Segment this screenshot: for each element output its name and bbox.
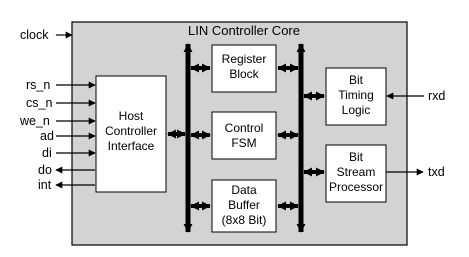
register-block: [211, 44, 277, 93]
signal-di-label: di: [42, 146, 52, 160]
bit-timing-logic-block: [325, 67, 387, 126]
timing-label-1: Bit: [349, 73, 364, 87]
timing-label-3: Logic: [342, 103, 371, 117]
fsm-label-1: Control: [225, 121, 264, 135]
stream-label-3: Processor: [329, 180, 383, 194]
host-label-1: Host: [119, 109, 144, 123]
stream-label-2: Stream: [337, 165, 376, 179]
buffer-label-1: Data: [231, 183, 257, 197]
host-controller-interface-block: [95, 75, 167, 193]
host-label-3: Interface: [108, 139, 155, 153]
stream-label-1: Bit: [349, 150, 364, 164]
fsm-label-2: FSM: [231, 136, 256, 150]
signal-cs-n-label: cs_n: [26, 96, 52, 110]
bit-stream-processor-block: [325, 144, 387, 203]
core-title: LIN Controller Core: [188, 23, 300, 38]
signal-rs-n-label: rs_n: [26, 78, 50, 92]
signal-we-n-label: we_n: [19, 114, 50, 128]
control-fsm-block: [211, 111, 277, 160]
signal-txd-label: txd: [428, 165, 445, 179]
register-label-2: Block: [229, 67, 259, 81]
signal-ad-label: ad: [40, 129, 54, 143]
signal-rxd-label: rxd: [428, 89, 445, 103]
host-label-2: Controller: [105, 124, 157, 138]
buffer-label-3: (8x8 Bit): [222, 213, 267, 227]
buffer-label-2: Buffer: [228, 198, 260, 212]
register-label-1: Register: [222, 52, 267, 66]
signal-do-label: do: [38, 163, 52, 177]
signal-int-label: int: [38, 178, 52, 192]
timing-label-2: Timing: [338, 88, 374, 102]
signal-clock-label: clock: [20, 28, 49, 42]
data-buffer-block: [211, 179, 277, 233]
